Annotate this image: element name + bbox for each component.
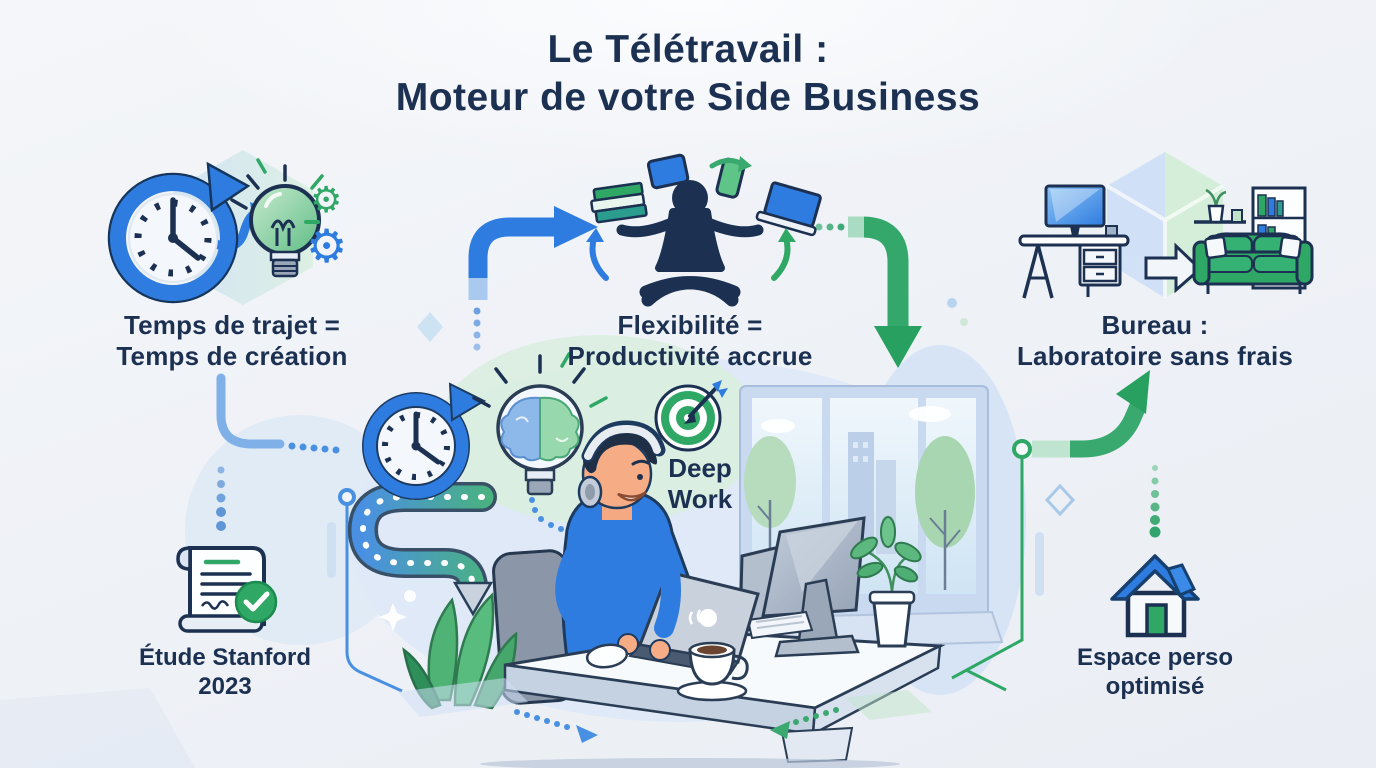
bottom-dotted-arrow-blue bbox=[514, 709, 598, 743]
feature-label-office: Bureau : Laboratoire sans frais bbox=[985, 310, 1325, 372]
connector-dotted-to-study bbox=[216, 466, 226, 531]
home-line2: optimisé bbox=[1105, 673, 1205, 700]
brain-bulb-icon bbox=[472, 352, 608, 532]
feature-flexibility-line2: Productivité accrue bbox=[567, 341, 813, 371]
sofa-bookshelf-icon bbox=[1192, 186, 1314, 294]
page-title-line1: Le Télétravail : bbox=[547, 28, 829, 71]
study-line2: 2023 bbox=[198, 673, 252, 700]
feature-label-flexibility: Flexibilité = Productivité accrue bbox=[510, 310, 870, 372]
feature-flexibility-line1: Flexibilité = bbox=[617, 310, 763, 340]
svg-text:⚙: ⚙ bbox=[306, 219, 347, 273]
sparkle-decorations bbox=[379, 312, 1076, 631]
monitor-rear bbox=[738, 516, 866, 658]
office-to-home-group bbox=[1018, 184, 1314, 299]
connector-blue-arrow-to-flexibility bbox=[468, 206, 598, 351]
bottom-dotted-arrow-green bbox=[770, 707, 839, 739]
connector-dotted-to-home bbox=[1149, 465, 1161, 538]
study-line1: Étude Stanford bbox=[139, 644, 311, 671]
scene-clock-icon bbox=[362, 382, 487, 500]
connector-circuit-right bbox=[951, 370, 1150, 692]
person-arms bbox=[555, 538, 681, 661]
computer-mouse bbox=[585, 643, 629, 669]
winding-road-icon bbox=[347, 482, 497, 617]
scroll-check-icon bbox=[176, 546, 278, 633]
deep-work-line1: Deep bbox=[668, 453, 732, 483]
desk-computer-icon bbox=[1018, 184, 1130, 299]
transition-arrow-icon bbox=[1144, 242, 1203, 294]
svg-text:⚙: ⚙ bbox=[310, 180, 342, 221]
feature-office-line1: Bureau : bbox=[1101, 310, 1209, 340]
page-title: Le Télétravail : Moteur de votre Side Bu… bbox=[0, 26, 1376, 122]
study-label: Étude Stanford 2023 bbox=[95, 643, 355, 701]
clock-rewind-icon bbox=[107, 161, 251, 304]
feature-commute-line2: Temps de création bbox=[116, 341, 348, 371]
coffee-cup bbox=[676, 641, 749, 702]
connector-commute-elbow bbox=[216, 373, 340, 454]
home-line1: Espace perso bbox=[1076, 644, 1234, 671]
floor-tiles bbox=[0, 678, 932, 768]
deep-work-line2: Work bbox=[667, 484, 733, 514]
home-label: Espace perso optimisé bbox=[1025, 643, 1285, 701]
feature-commute-line1: Temps de trajet = bbox=[123, 310, 341, 340]
juggler-devices-icon bbox=[586, 153, 822, 307]
page-title-line2: Moteur de votre Side Business bbox=[395, 76, 981, 119]
feature-label-commute: Temps de trajet = Temps de création bbox=[60, 310, 404, 372]
house-icon bbox=[1110, 554, 1200, 638]
target-icon bbox=[654, 380, 728, 452]
lightbulb-gears-icon: ⚙ ⚙ bbox=[230, 158, 347, 278]
feature-office-line2: Laboratoire sans frais bbox=[1016, 341, 1294, 371]
connector-circuit-left bbox=[338, 488, 403, 693]
deep-work-label: Deep Work bbox=[645, 453, 755, 515]
potted-plant bbox=[850, 516, 922, 648]
